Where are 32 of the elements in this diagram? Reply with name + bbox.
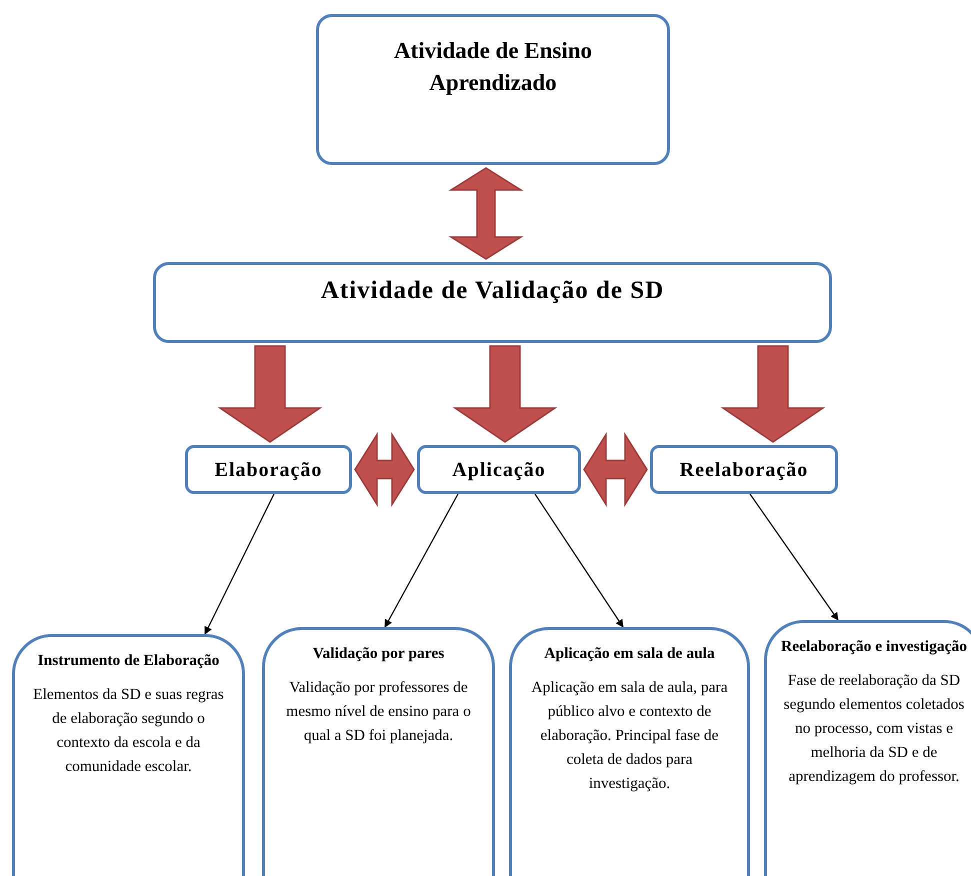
box-title: Validação por pares: [312, 644, 444, 664]
box-title: Elaboração: [214, 458, 322, 482]
box-title: Aplicação: [452, 458, 546, 482]
arrow: [204, 494, 275, 635]
description-card: [509, 627, 750, 876]
description-card: [262, 627, 495, 876]
block-arrow: [452, 345, 558, 443]
box-title: Atividade de Ensino Aprendizado: [392, 37, 594, 98]
box-description: Aplicação em sala de aula, para público alvo e contexto de elaboração. Principal fase de coleta de dados para investigação.: [530, 678, 729, 794]
arrow: [534, 494, 624, 628]
block-arrow: [354, 432, 415, 508]
process-box: [185, 445, 352, 494]
arrow: [750, 494, 838, 621]
box-title: Reelaboração: [680, 458, 808, 482]
box-description: Elementos da SD e suas regras de elaboração segundo o contexto da escola e da comunidade escolar.: [32, 685, 225, 778]
box-title: Instrumento de Elaboração: [38, 651, 220, 671]
box-title: Atividade de Validação de SD: [320, 276, 664, 306]
description-card: [12, 634, 245, 876]
process-box: [417, 445, 581, 494]
arrow: [384, 494, 459, 628]
box-title: Reelaboração e investigação: [781, 637, 967, 657]
description-card: [764, 620, 971, 876]
process-box: [153, 262, 832, 343]
box-description: Validação por professores de mesmo nível de ensino para o qual a SD foi planejada.: [285, 678, 472, 746]
block-arrow: [583, 432, 648, 508]
block-arrow: [218, 345, 322, 443]
box-description: Fase de reelaboração da SD segundo elementos coletados no processo, com vistas e melhoria da SD e de aprendizagem do professor.: [782, 671, 966, 788]
process-box: [650, 445, 838, 494]
box-title: Aplicação em sala de aula: [544, 644, 715, 664]
block-arrow: [720, 345, 826, 443]
block-arrow: [448, 167, 524, 260]
process-box: [316, 14, 670, 165]
